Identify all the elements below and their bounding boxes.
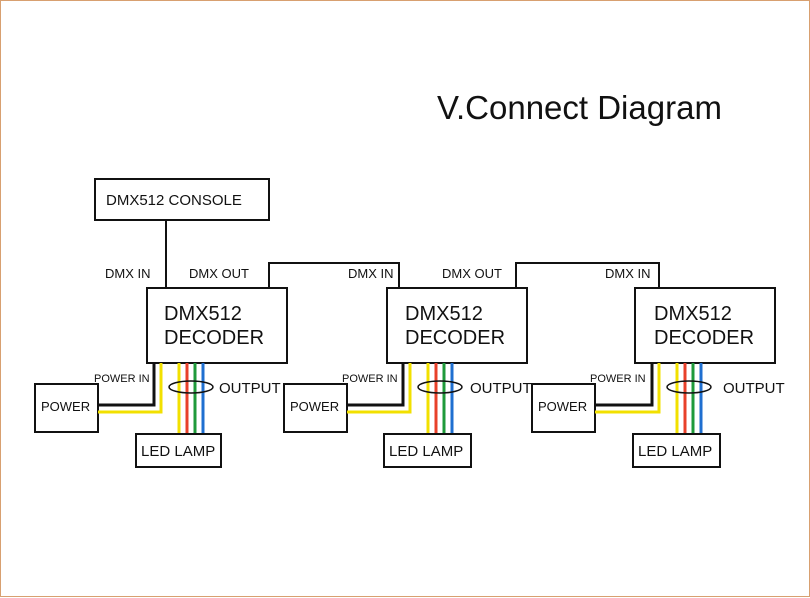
power-box: [34, 383, 99, 433]
output-label: OUTPUT: [219, 380, 281, 397]
decoder-label-line1: DMX512: [405, 303, 483, 325]
dmx-in-label: DMX IN: [605, 266, 651, 281]
decoder-box: [386, 287, 528, 364]
led-lamp-box: [135, 433, 222, 468]
power-wire-black: [98, 363, 156, 407]
dmx-out-label: DMX OUT: [442, 266, 502, 281]
dmx-in-label: DMX IN: [105, 266, 151, 281]
led-lamp-label: LED LAMP: [389, 443, 463, 460]
decoder-2-to-3-wire: [515, 262, 660, 288]
decoder-unit-2: DMX IN DMX OUT DMX512 DECODER POWER IN P…: [283, 266, 532, 468]
decoder-1-to-2-wire: [268, 262, 400, 288]
output-label: OUTPUT: [723, 380, 785, 397]
power-in-label: POWER IN: [342, 373, 398, 385]
power-label: POWER: [41, 399, 90, 414]
dmx-in-label: DMX IN: [348, 266, 394, 281]
output-bundle-ring: [417, 380, 463, 394]
output-bundle-ring: [168, 380, 214, 394]
power-in-label: POWER IN: [94, 373, 150, 385]
power-wire-yellow: [595, 363, 661, 414]
led-lamp-box: [632, 433, 721, 468]
decoder-unit-3: DMX IN DMX512 DECODER POWER IN POWER OUT…: [531, 266, 785, 468]
decoder-label-line2: DECODER: [164, 327, 264, 349]
decoder-box: [634, 287, 776, 364]
decoder-label-line1: DMX512: [654, 303, 732, 325]
diagram-title: V.Connect Diagram: [437, 89, 722, 126]
power-wire-black: [347, 363, 405, 407]
decoder-label-line2: DECODER: [405, 327, 505, 349]
power-in-label: POWER IN: [590, 373, 646, 385]
power-box: [531, 383, 596, 433]
dmx-out-label: DMX OUT: [189, 266, 249, 281]
decoder-box: [146, 287, 288, 364]
led-lamp-label: LED LAMP: [638, 443, 712, 460]
power-label: POWER: [538, 399, 587, 414]
led-lamp-box: [383, 433, 472, 468]
power-wire-black: [595, 363, 654, 407]
decoder-label-line2: DECODER: [654, 327, 754, 349]
decoder-label-line1: DMX512: [164, 303, 242, 325]
power-label: POWER: [290, 399, 339, 414]
power-wire-yellow: [98, 363, 163, 414]
console-label: DMX512 CONSOLE: [106, 192, 242, 209]
led-lamp-label: LED LAMP: [141, 443, 215, 460]
output-label: OUTPUT: [470, 380, 532, 397]
output-bundle-ring: [666, 380, 712, 394]
dmx512-console-box: [94, 178, 270, 221]
power-wire-yellow: [347, 363, 412, 414]
decoder-unit-1: DMX IN DMX OUT DMX512 DECODER POWER IN P…: [34, 266, 288, 468]
power-box: [283, 383, 348, 433]
